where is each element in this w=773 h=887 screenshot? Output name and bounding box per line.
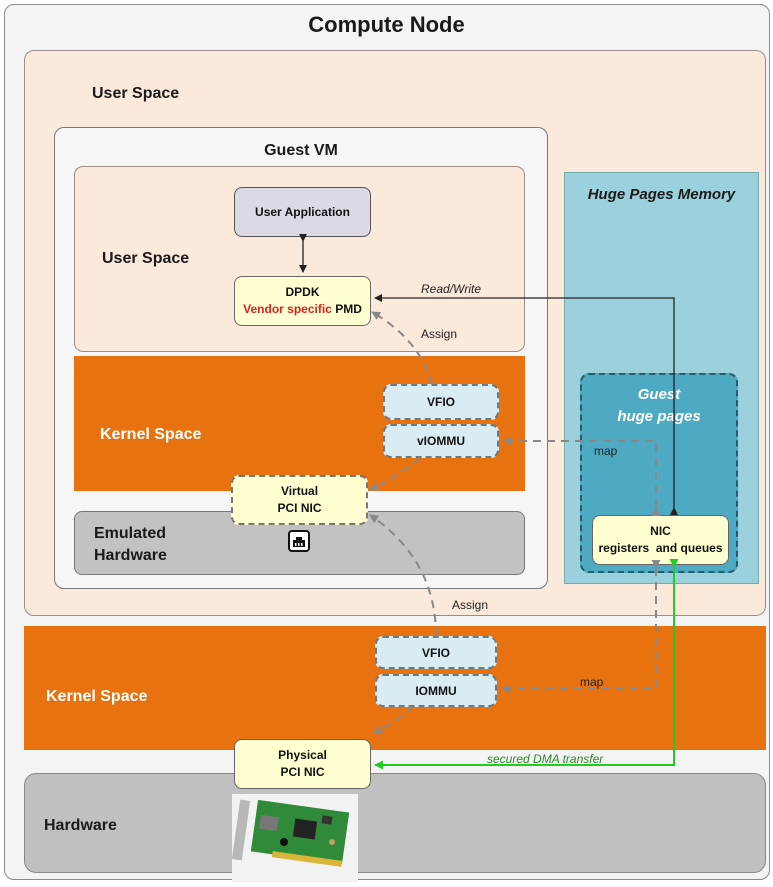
pmd-text: PMD bbox=[335, 302, 362, 316]
guest-vm-label: Guest VM bbox=[264, 142, 338, 159]
emulated-hardware-line1: Emulated bbox=[94, 525, 167, 542]
host-map-label: map bbox=[580, 675, 604, 689]
physical-nic-line1: Physical bbox=[278, 748, 327, 762]
guest-kernel-space-label: Kernel Space bbox=[100, 426, 202, 443]
dma-transfer-label: secured DMA transfer bbox=[487, 752, 604, 766]
nic-registers-box: NIC registers and queues bbox=[592, 515, 729, 565]
dma-transfer-arrow bbox=[374, 559, 679, 770]
hardware-label: Hardware bbox=[44, 817, 117, 834]
virtual-pci-nic-box: Virtual PCI NIC bbox=[231, 475, 368, 525]
huge-pages-memory-label: Huge Pages Memory bbox=[587, 186, 736, 203]
nic-registers-line1: NIC bbox=[650, 524, 671, 538]
virtual-nic-line2: PCI NIC bbox=[277, 501, 322, 515]
guest-assign-label: Assign bbox=[421, 327, 458, 341]
dpdk-label: DPDK bbox=[285, 285, 320, 299]
nic-registers-line2: registers and queues bbox=[598, 541, 723, 555]
guest-map-arrow bbox=[503, 436, 661, 516]
host-assign-label: Assign bbox=[452, 598, 489, 612]
physical-pci-nic-box: Physical PCI NIC bbox=[234, 739, 371, 789]
hardware-region bbox=[24, 773, 766, 873]
virtual-nic-line1: Virtual bbox=[280, 484, 319, 498]
host-map-arrow bbox=[501, 560, 661, 694]
guest-user-space-label: User Space bbox=[102, 250, 190, 267]
guest-assign-arrow bbox=[371, 311, 433, 385]
host-assign-arrow bbox=[369, 514, 437, 637]
nic-card-image bbox=[231, 794, 358, 882]
viommu-to-virtual-nic-arrow bbox=[369, 457, 421, 491]
network-port-icon bbox=[288, 530, 310, 552]
emulated-hardware-line2: Hardware bbox=[94, 547, 167, 564]
host-kernel-space-label: Kernel Space bbox=[46, 688, 148, 705]
dpdk-pmd-line: Vendor specific PMD bbox=[243, 301, 362, 318]
physical-nic-line2: PCI NIC bbox=[280, 765, 325, 779]
iommu-to-physical-nic-arrow bbox=[373, 706, 413, 734]
user-application-box: User Application bbox=[234, 187, 371, 237]
emulated-hardware-label: Emulated Hardware bbox=[94, 523, 167, 567]
diagram-title: Compute Node bbox=[308, 12, 465, 37]
read-write-arrow bbox=[374, 294, 678, 515]
guest-map-label: map bbox=[594, 444, 618, 458]
read-write-label: Read/Write bbox=[421, 282, 482, 296]
vendor-specific-text: Vendor specific bbox=[243, 302, 332, 316]
host-user-space-label: User Space bbox=[92, 85, 180, 102]
dpdk-box: DPDK Vendor specific PMD bbox=[234, 276, 371, 326]
